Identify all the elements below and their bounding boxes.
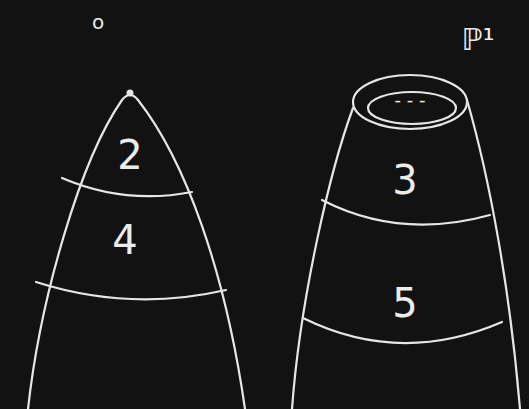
- cone-band: 2: [95, 125, 165, 185]
- band-number: 5: [392, 283, 417, 323]
- cone-cap: [353, 75, 467, 129]
- band-number: 4: [112, 220, 137, 260]
- cone-band: 3: [370, 150, 440, 210]
- space-name: o: [92, 12, 104, 32]
- cone-cap: [368, 92, 456, 124]
- cone-outline: [15, 4, 260, 409]
- apex-point: [127, 90, 134, 97]
- cone-outline: [280, 4, 525, 409]
- cone-region: o 2 4: [15, 4, 260, 409]
- band-number: 2: [117, 135, 142, 175]
- chalk-line: [322, 200, 490, 225]
- cap-marks: - - -: [395, 91, 426, 109]
- band-number: 3: [392, 160, 417, 200]
- chalk-line: [467, 100, 520, 409]
- chalk-line: [28, 95, 245, 409]
- space-name: ℙ¹: [461, 25, 494, 55]
- chalk-line: [62, 178, 192, 196]
- cone-band: 4: [85, 205, 165, 275]
- cone-band: 5: [365, 265, 445, 340]
- chalk-line: [36, 282, 226, 299]
- cone-region: ℙ¹ 3 5: [280, 4, 525, 409]
- chalk-line: [292, 108, 353, 409]
